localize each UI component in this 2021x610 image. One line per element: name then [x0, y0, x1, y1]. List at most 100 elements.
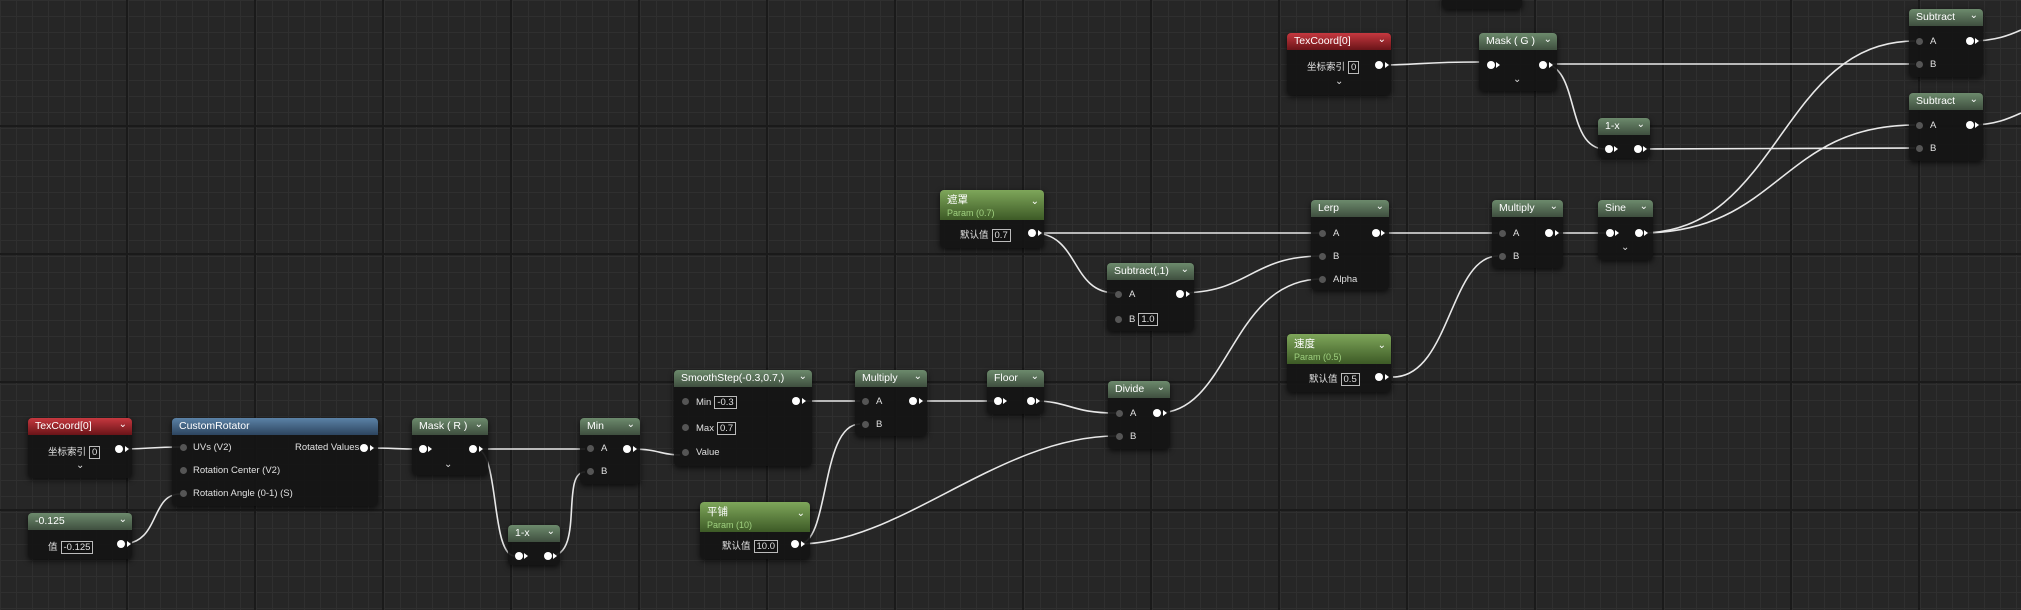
input-pin[interactable]	[1499, 230, 1506, 237]
input-pin[interactable]	[1606, 229, 1614, 237]
chevron-down-icon[interactable]: ⌄	[474, 419, 483, 430]
output-pin[interactable]	[909, 397, 917, 405]
constant-node[interactable]: -0.125⌄ 值-0.125	[28, 513, 132, 559]
subtract-node[interactable]: Subtract⌄ A B	[1909, 93, 1983, 161]
input-pin[interactable]	[1916, 145, 1923, 152]
node-header[interactable]: Subtract(,1)⌄	[1107, 263, 1194, 280]
output-pin[interactable]	[1176, 290, 1184, 298]
one-minus-node[interactable]: 1-x⌄	[508, 525, 560, 565]
offscreen-node[interactable]	[1442, 0, 1522, 9]
floor-node[interactable]: Floor⌄	[987, 370, 1044, 414]
output-pin[interactable]	[1634, 145, 1642, 153]
lerp-node[interactable]: Lerp⌄ A B Alpha	[1311, 200, 1389, 290]
input-pin[interactable]	[1916, 122, 1923, 129]
chevron-down-icon[interactable]: ⌄	[1377, 34, 1386, 45]
chevron-down-icon[interactable]: ⌄	[1375, 201, 1384, 212]
input-pin[interactable]	[1115, 316, 1122, 323]
output-pin[interactable]	[544, 552, 552, 560]
node-header[interactable]: Multiply⌄	[1492, 200, 1563, 217]
node-header[interactable]: Subtract⌄	[1909, 9, 1983, 26]
output-pin[interactable]	[623, 445, 631, 453]
input-pin[interactable]	[180, 467, 187, 474]
node-header[interactable]: Mask ( R )⌄	[412, 418, 488, 435]
expand-chevron-icon[interactable]: ⌄	[1513, 74, 1522, 85]
node-header[interactable]: TexCoord[0]⌄	[28, 418, 132, 435]
input-pin[interactable]	[682, 398, 689, 405]
input-pin[interactable]	[180, 490, 187, 497]
output-pin[interactable]	[1635, 229, 1643, 237]
default-value-field[interactable]: 0.5	[1340, 373, 1360, 386]
input-pin[interactable]	[1319, 253, 1326, 260]
input-pin[interactable]	[1116, 410, 1123, 417]
input-pin[interactable]	[1115, 291, 1122, 298]
output-pin[interactable]	[360, 444, 368, 452]
input-pin[interactable]	[994, 397, 1002, 405]
chevron-down-icon[interactable]: ⌄	[1377, 340, 1386, 351]
output-pin[interactable]	[1153, 409, 1161, 417]
chevron-down-icon[interactable]: ⌄	[118, 419, 127, 430]
node-header[interactable]: CustomRotator	[172, 418, 378, 435]
chevron-down-icon[interactable]: ⌄	[798, 371, 807, 382]
mask-r-node[interactable]: Mask ( R )⌄ ⌄	[412, 418, 488, 475]
input-pin[interactable]	[587, 445, 594, 452]
chevron-down-icon[interactable]: ⌄	[1543, 34, 1552, 45]
input-pin[interactable]	[1487, 61, 1495, 69]
min-node[interactable]: Min⌄ A B	[580, 418, 640, 484]
node-header[interactable]: Divide⌄	[1108, 381, 1170, 398]
input-pin[interactable]	[862, 421, 869, 428]
output-pin[interactable]	[1966, 121, 1974, 129]
output-pin[interactable]	[469, 445, 477, 453]
input-pin[interactable]	[1605, 145, 1613, 153]
one-minus-node[interactable]: 1-x⌄	[1598, 118, 1650, 158]
input-pin[interactable]	[1916, 61, 1923, 68]
chevron-down-icon[interactable]: ⌄	[1969, 10, 1978, 21]
chevron-down-icon[interactable]: ⌄	[626, 419, 635, 430]
node-header[interactable]: 1-x⌄	[1598, 118, 1650, 135]
sine-node[interactable]: Sine⌄ ⌄	[1598, 200, 1653, 260]
input-pin[interactable]	[1916, 38, 1923, 45]
node-header[interactable]: Subtract⌄	[1909, 93, 1983, 110]
input-pin[interactable]	[515, 552, 523, 560]
input-pin[interactable]	[1116, 433, 1123, 440]
node-header[interactable]: SmoothStep(-0.3,0.7,)⌄	[674, 370, 812, 387]
b-field[interactable]: 1.0	[1138, 313, 1158, 326]
coordinate-index-value[interactable]: 0	[89, 446, 101, 459]
input-pin[interactable]	[587, 468, 594, 475]
node-header[interactable]: 1-x⌄	[508, 525, 560, 542]
expand-chevron-icon[interactable]: ⌄	[76, 460, 85, 471]
max-field[interactable]: 0.7	[716, 422, 737, 435]
mask-g-node[interactable]: Mask ( G )⌄ ⌄	[1479, 33, 1557, 91]
multiply-node[interactable]: Multiply⌄ A B	[855, 370, 927, 436]
chevron-down-icon[interactable]: ⌄	[796, 508, 805, 519]
output-pin[interactable]	[791, 540, 799, 548]
output-pin[interactable]	[1966, 37, 1974, 45]
coordinate-index-value[interactable]: 0	[1348, 61, 1360, 74]
output-pin[interactable]	[1375, 61, 1383, 69]
output-pin[interactable]	[1375, 373, 1383, 381]
output-pin[interactable]	[115, 445, 123, 453]
input-pin[interactable]	[682, 424, 689, 431]
custom-rotator-node[interactable]: CustomRotator UVs (V2) Rotation Center (…	[172, 418, 378, 506]
chevron-down-icon[interactable]: ⌄	[1156, 382, 1165, 393]
chevron-down-icon[interactable]: ⌄	[1549, 201, 1558, 212]
chevron-down-icon[interactable]: ⌄	[1636, 119, 1645, 130]
expand-chevron-icon[interactable]: ⌄	[444, 459, 453, 470]
chevron-down-icon[interactable]: ⌄	[1969, 94, 1978, 105]
node-header[interactable]: TexCoord[0]⌄	[1287, 33, 1391, 50]
node-header[interactable]: Sine⌄	[1598, 200, 1653, 217]
chevron-down-icon[interactable]: ⌄	[546, 526, 555, 537]
node-header[interactable]: Lerp⌄	[1311, 200, 1389, 217]
multiply-node[interactable]: Multiply⌄ A B	[1492, 200, 1563, 268]
output-pin[interactable]	[1545, 229, 1553, 237]
output-pin[interactable]	[1539, 61, 1547, 69]
expand-chevron-icon[interactable]: ⌄	[1621, 242, 1630, 253]
